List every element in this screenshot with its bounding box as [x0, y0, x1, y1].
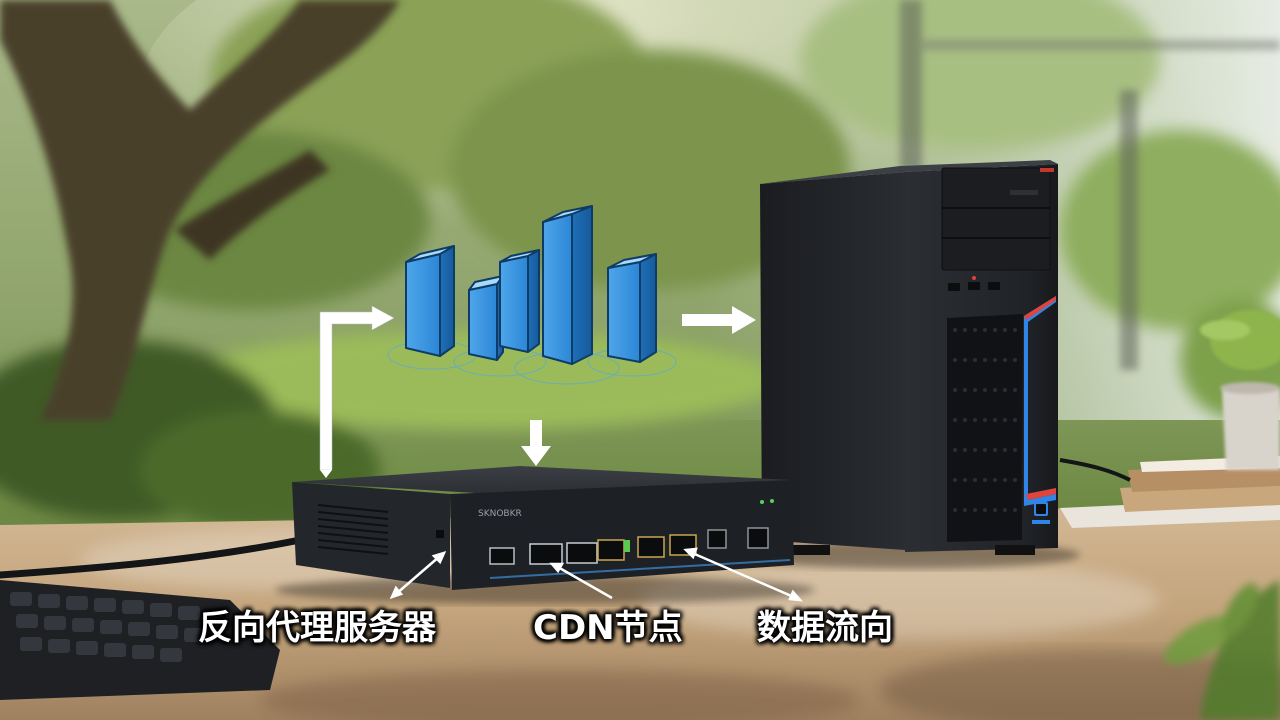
caption-reverse-proxy: 反向代理服务器 [198, 608, 436, 648]
flow-arrows [319, 305, 756, 478]
caption-cdn-node: CDN节点 [533, 608, 683, 648]
bar-chart-icon [387, 205, 677, 385]
caption-data-flow: 数据流向 [757, 608, 893, 648]
switch-brand-label: SKNOBKR [478, 509, 522, 519]
arrow-icon [682, 306, 756, 334]
tower-server [740, 160, 1080, 569]
callout-arrows [389, 547, 804, 602]
